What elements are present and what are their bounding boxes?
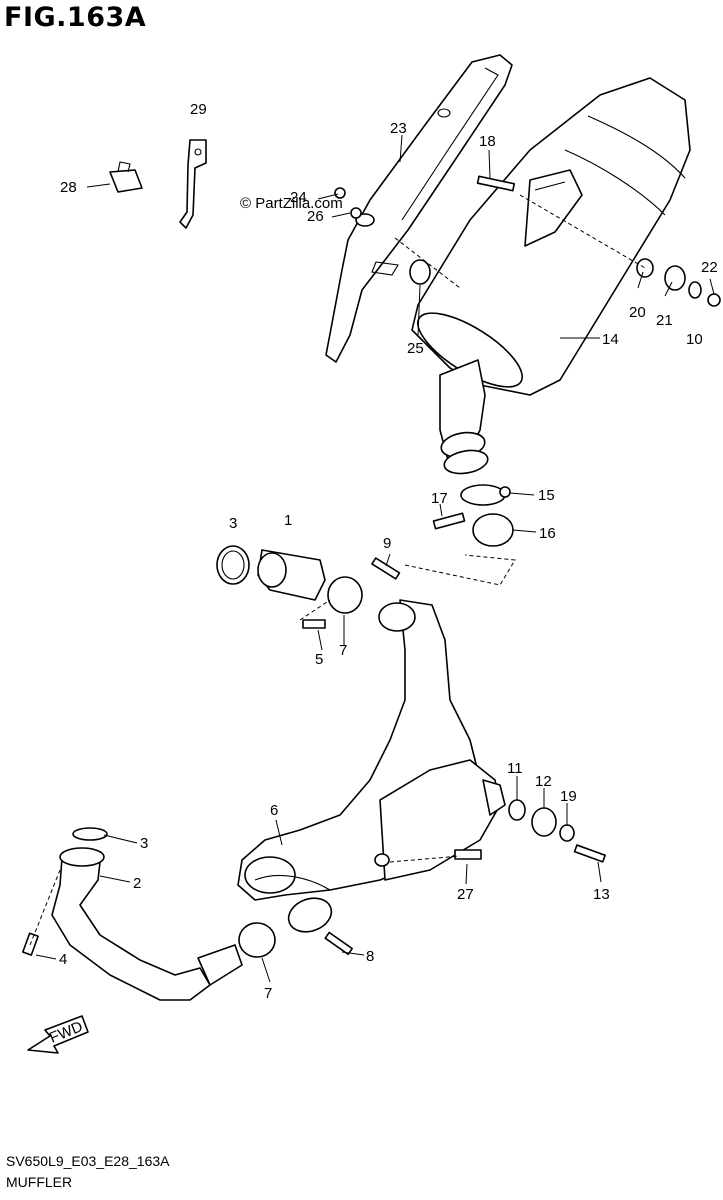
exhaust-pipe-part[interactable] xyxy=(237,599,506,938)
muffler-body-part[interactable] xyxy=(407,77,691,400)
callout-5: 5 xyxy=(315,651,323,668)
callout-21: 21 xyxy=(656,312,673,329)
callout-20: 20 xyxy=(629,304,646,321)
callout-10: 10 xyxy=(686,331,703,348)
callout-18: 18 xyxy=(479,133,496,150)
callout-15: 15 xyxy=(538,487,555,504)
gasket-part[interactable] xyxy=(216,545,250,585)
guide-lines xyxy=(29,194,646,946)
muffler-band-part[interactable] xyxy=(179,139,207,229)
callout-19: 19 xyxy=(560,788,577,805)
muffler-clamp-part[interactable] xyxy=(432,484,514,547)
callout-4: 4 xyxy=(59,951,67,968)
header-joint-part[interactable] xyxy=(257,549,326,601)
fwd-label: FWD xyxy=(47,1018,85,1047)
callout-6: 6 xyxy=(270,802,278,819)
front-exhaust-pipe-part[interactable] xyxy=(51,827,243,1001)
callout-11: 11 xyxy=(507,760,523,777)
callout-22: 22 xyxy=(701,259,718,276)
callout-25: 25 xyxy=(407,340,424,357)
bolt-hardware[interactable] xyxy=(22,175,721,956)
callout-8: 8 xyxy=(366,948,374,965)
connector-sleeve-part[interactable] xyxy=(238,576,363,958)
callout-7: 7 xyxy=(339,642,347,659)
callout-16: 16 xyxy=(539,525,556,542)
figure-title: FIG.163A xyxy=(4,2,147,33)
callout-2: 2 xyxy=(133,875,141,892)
callout-23: 23 xyxy=(390,120,407,137)
cable-clip-part[interactable] xyxy=(109,161,143,193)
callouts: 1 2 3 3 4 5 6 7 7 8 9 10 11 12 13 14 15 … xyxy=(59,101,718,1002)
callout-17: 17 xyxy=(431,490,448,507)
callout-26: 26 xyxy=(307,208,324,225)
callout-9: 9 xyxy=(383,535,391,552)
callout-3: 3 xyxy=(229,515,237,532)
callout-29: 29 xyxy=(190,101,207,118)
leader-lines xyxy=(35,134,715,983)
watermark: © PartZilla.com xyxy=(240,195,343,212)
callout-27: 27 xyxy=(457,886,474,903)
fwd-arrow-icon xyxy=(27,1015,89,1054)
callout-13: 13 xyxy=(593,886,610,903)
callout-7-lower: 7 xyxy=(264,985,272,1002)
callout-14: 14 xyxy=(602,331,619,348)
muffler-inlet-pipe xyxy=(439,359,489,475)
heat-shield-part[interactable] xyxy=(325,54,513,363)
callout-12: 12 xyxy=(535,773,552,790)
callout-1: 1 xyxy=(284,512,292,529)
callout-3-lower: 3 xyxy=(140,835,148,852)
diagram-code: SV650L9_E03_E28_163A xyxy=(6,1153,170,1169)
callout-24: 24 xyxy=(290,189,307,206)
callout-28: 28 xyxy=(60,179,77,196)
diagram-caption: MUFFLER xyxy=(6,1174,73,1190)
